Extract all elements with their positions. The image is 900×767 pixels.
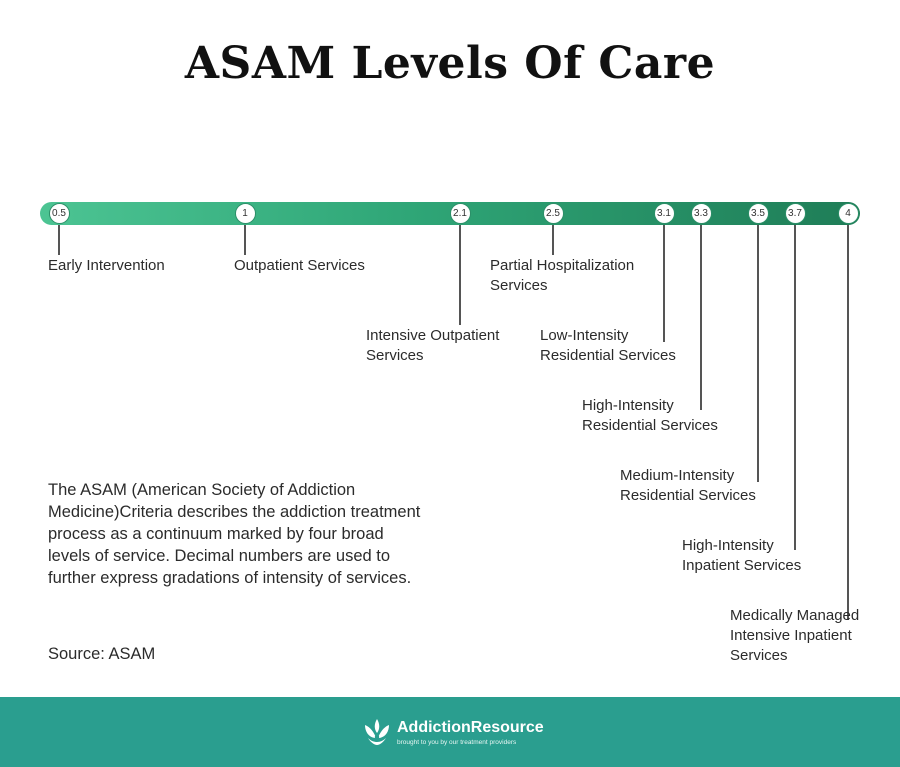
level-label-1: Outpatient Services	[234, 256, 365, 276]
brand-name: AddictionResource	[397, 719, 544, 736]
level-label-line: Intensive Outpatient	[366, 327, 500, 344]
level-label-line: Intensive Inpatient	[730, 627, 852, 644]
level-label-line: Residential Services	[620, 487, 756, 504]
description-text: The ASAM (American Society of Addiction …	[48, 481, 421, 587]
footer-band	[0, 697, 900, 767]
lotus-hands-icon	[365, 719, 389, 745]
level-marker-2.1: 2.1	[449, 203, 471, 224]
level-label-line: Inpatient Services	[682, 557, 802, 574]
level-marker-0.5: 0.5	[48, 203, 70, 224]
level-connector-line	[663, 225, 665, 342]
level-connector-line	[58, 225, 60, 255]
level-marker-3.3: 3.3	[690, 203, 712, 224]
level-label-line: Low-Intensity	[540, 327, 629, 344]
level-marker-1: 1	[234, 203, 256, 224]
source-text: Source: ASAM	[48, 645, 156, 663]
level-label-line: High-Intensity	[682, 537, 774, 554]
level-marker-3.1: 3.1	[653, 203, 675, 224]
brand-logo: AddictionResource brought to you by our …	[361, 716, 551, 750]
level-connector-line	[700, 225, 702, 410]
level-connector-line	[244, 225, 246, 255]
level-label-line: Services	[366, 347, 424, 364]
level-label-line: Early Intervention	[48, 257, 165, 274]
brand-tagline: brought to you by our treatment provider…	[397, 739, 517, 746]
level-label-line: Partial Hospitalization	[490, 257, 635, 274]
level-label-line: Outpatient Services	[234, 257, 365, 274]
level-label-0.5: Early Intervention	[48, 256, 165, 276]
level-connector-line	[847, 225, 849, 620]
level-marker-3.7: 3.7	[784, 203, 806, 224]
level-label-line: Services	[730, 647, 788, 664]
level-label-line: Residential Services	[540, 347, 676, 364]
level-connector-line	[552, 225, 554, 255]
page-title: ASAM Levels Of Care	[184, 38, 716, 89]
level-label-line: Services	[490, 277, 548, 294]
level-connector-line	[459, 225, 461, 325]
level-connector-line	[757, 225, 759, 482]
level-marker-3.5: 3.5	[747, 203, 769, 224]
level-label-line: Medically Managed	[730, 607, 860, 624]
level-label-line: High-Intensity	[582, 397, 674, 414]
level-marker-2.5: 2.5	[542, 203, 564, 224]
level-connector-line	[794, 225, 796, 550]
level-label-line: Medium-Intensity	[620, 467, 735, 484]
level-label-line: Residential Services	[582, 417, 718, 434]
level-marker-4: 4	[837, 203, 859, 224]
